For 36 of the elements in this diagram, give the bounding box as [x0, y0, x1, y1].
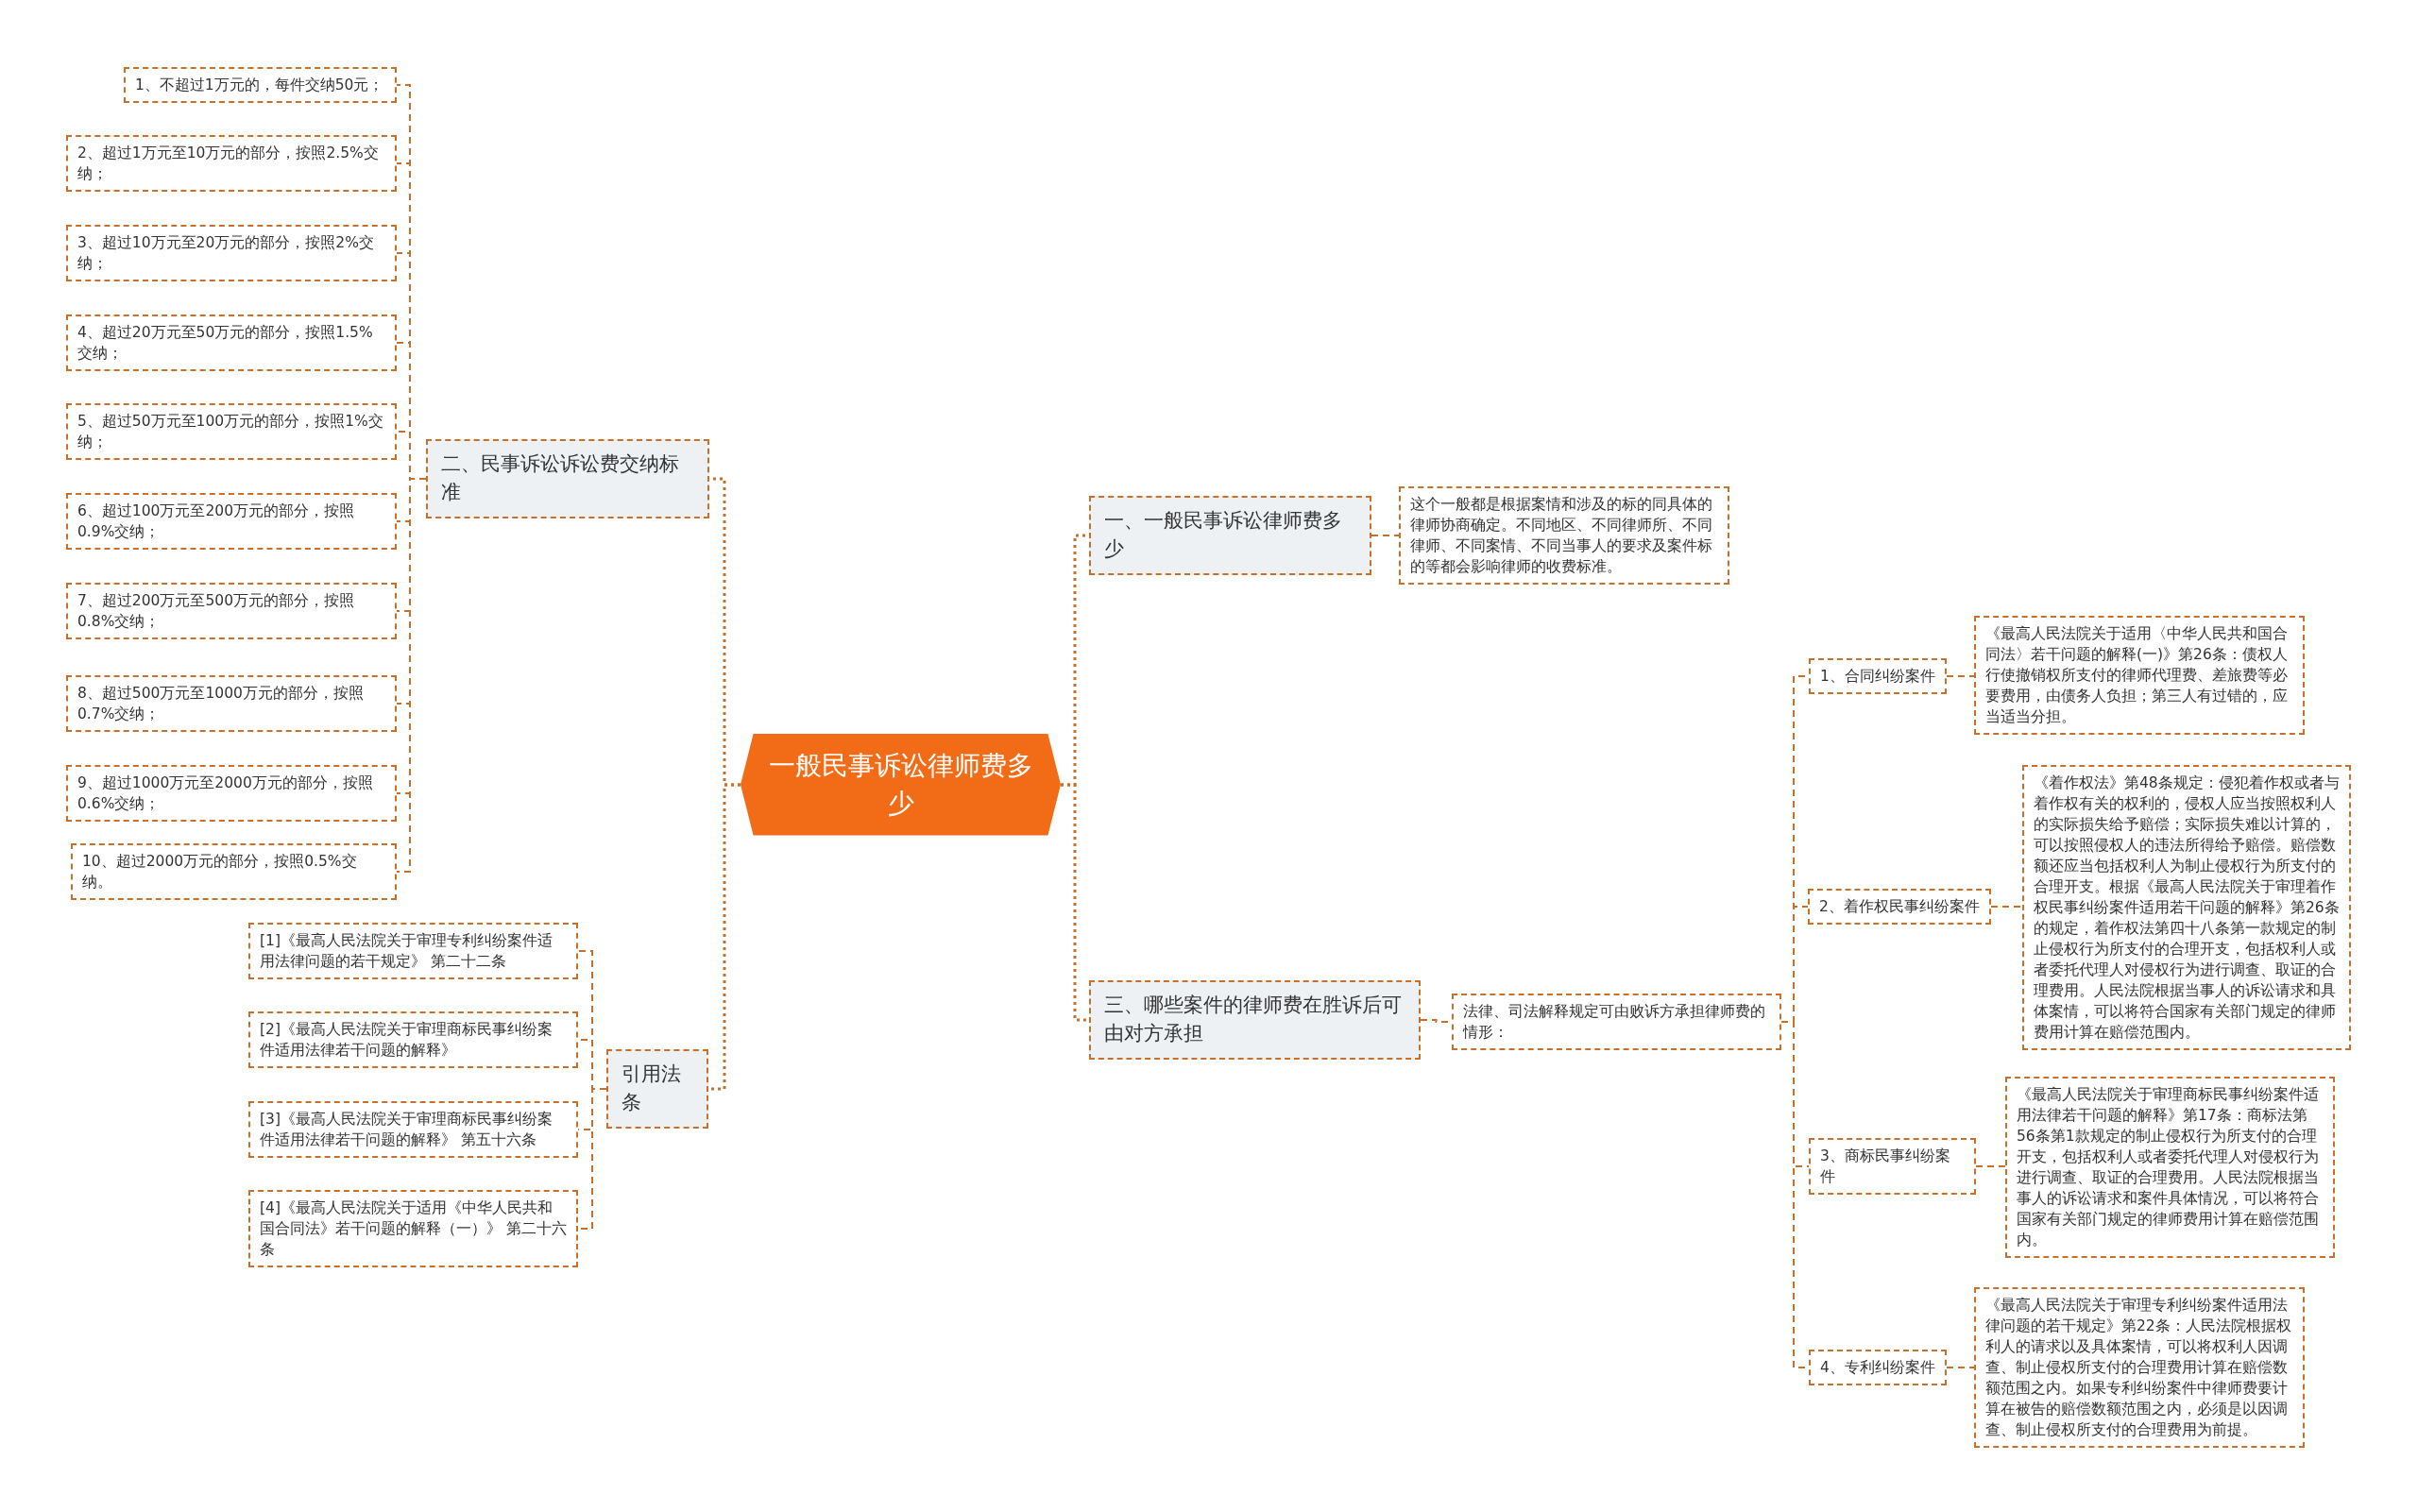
text-box: 2、超过1万元至10万元的部分，按照2.5%交纳； — [66, 135, 397, 192]
text-box: 9、超过1000万元至2000万元的部分，按照0.6%交纳； — [66, 765, 397, 822]
text-box: 这个一般都是根据案情和涉及的标的同具体的律师协商确定。不同地区、不同律师所、不同律师、不同案情、不同当事人的要求及案件标的等都会影响律师的收费标准。 — [1399, 486, 1729, 585]
topic-box: 引用法条 — [606, 1049, 708, 1129]
text-box: 《着作权法》第48条规定：侵犯着作权或者与着作权有关的权利的，侵权人应当按照权利人的实际损失给予赔偿；实际损失难以计算的，可以按照侵权人的违法所得给予赔偿。赔偿数额还应当包括权利人为制止侵权行为所支付的合理开支。根据《最高人民法院关于审理着作权民事纠纷案件适用若干问题的解释》第26条的规定，着作权法第四十八条第一款规定的制止侵权行为所支付的合理开支，包括权利人或者委托代理人对侵权行为进行调查、取证的合理费用。人民法院根据当事人的诉讼请求和具体案情，可以将符合国家有关部门规定的律师费用计算在赔偿范围内。 — [2022, 765, 2351, 1050]
text-box: 1、不超过1万元的，每件交纳50元； — [124, 67, 397, 103]
topic-box: 三、哪些案件的律师费在胜诉后可由对方承担 — [1089, 980, 1421, 1060]
text-box: 《最高人民法院关于适用〈中华人民共和国合同法〉若干问题的解释(一)》第26条：债权人行使撤销权所支付的律师代理费、差旅费等必要费用，由债务人负担；第三人有过错的，应当适当分担。 — [1974, 616, 2305, 735]
text-box: 10、超过2000万元的部分，按照0.5%交纳。 — [71, 843, 397, 900]
text-box: 3、超过10万元至20万元的部分，按照2%交纳； — [66, 225, 397, 281]
connector-line — [1371, 535, 1400, 536]
connector-line — [1061, 783, 1089, 1022]
connector-line — [1990, 906, 2023, 908]
text-box: 《最高人民法院关于审理商标民事纠纷案件适用法律若干问题的解释》第17条：商标法第56条第1款规定的制止侵权行为所支付的合理开支，包括权利人或者委托代理人对侵权行为进行调查、取证的合理费用。人民法院根据当事人的诉讼请求和案件具体情况，可以将符合国家有关部门规定的律师费用计算在赔偿范围内。 — [2005, 1077, 2335, 1258]
text-box: 5、超过50万元至100万元的部分，按照1%交纳； — [66, 403, 397, 460]
topic-box: 一、一般民事诉讼律师费多少 — [1089, 496, 1371, 575]
text-box: 6、超过100万元至200万元的部分，按照0.9%交纳； — [66, 493, 397, 550]
topic-box: 二、民事诉讼诉讼费交纳标准 — [426, 439, 709, 518]
text-box: 4、专利纠纷案件 — [1809, 1350, 1947, 1385]
text-box: [2]《最高人民法院关于审理商标民事纠纷案件适用法律若干问题的解释》 — [248, 1011, 578, 1068]
connector-line — [1946, 675, 1975, 677]
connector-line — [1975, 1165, 2006, 1167]
text-box: 7、超过200万元至500万元的部分，按照0.8%交纳； — [66, 583, 397, 639]
text-box: 《最高人民法院关于审理专利纠纷案件适用法律问题的若干规定》第22条：人民法院根据权利人的请求以及具体案情，可以将权利人因调查、制止侵权所支付的合理费用计算在赔偿数额范围之内。如果专利纠纷案件中律师费要计算在被告的赔偿数额范围之内，必须是以因调查、制止侵权所支付的合理费用为前提。 — [1974, 1287, 2305, 1448]
text-box: 法律、司法解释规定可由败诉方承担律师费的情形： — [1452, 994, 1781, 1050]
topic-box: 一般民事诉讼律师费多少 — [741, 734, 1061, 836]
text-box: 4、超过20万元至50万元的部分，按照1.5%交纳； — [66, 314, 397, 371]
text-box: [1]《最高人民法院关于审理专利纠纷案件适用法律问题的若干规定》 第二十二条 — [248, 923, 578, 979]
text-box: 1、合同纠纷案件 — [1809, 658, 1947, 694]
text-box: 2、着作权民事纠纷案件 — [1808, 889, 1991, 925]
connector-line — [708, 783, 741, 1091]
text-box: [4]《最高人民法院关于适用《中华人民共和国合同法》若干问题的解释（一）》 第二十六条 — [248, 1190, 578, 1267]
text-box: 3、商标民事纠纷案件 — [1809, 1138, 1976, 1195]
connector-line — [1946, 1367, 1975, 1368]
text-box: 8、超过500万元至1000万元的部分，按照0.7%交纳； — [66, 675, 397, 732]
text-box: [3]《最高人民法院关于审理商标民事纠纷案件适用法律若干问题的解释》 第五十六条 — [248, 1101, 578, 1158]
